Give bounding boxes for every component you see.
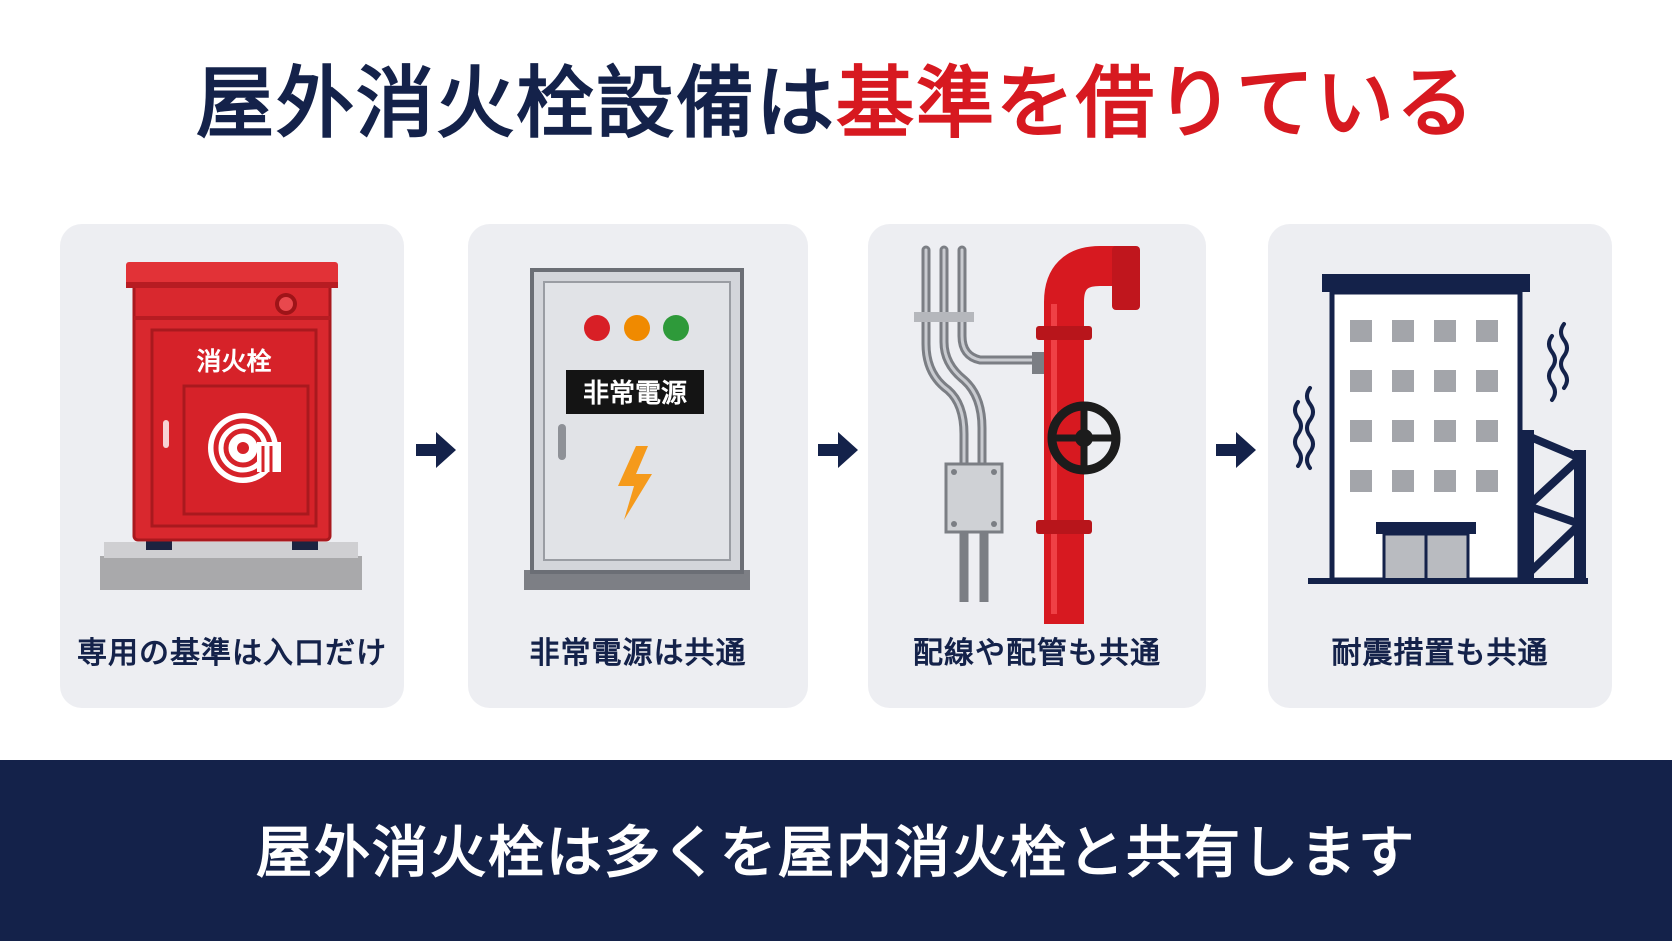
box-label: 消火栓 xyxy=(196,347,271,376)
earthquake-building-icon xyxy=(1293,274,1588,584)
step-label-1: 専用の基準は入口だけ xyxy=(77,636,387,671)
arrow-right-icon xyxy=(1216,432,1256,468)
step-card-4: 耐震措置も共通 xyxy=(1268,224,1612,708)
title-part-red: 基準を借りている xyxy=(836,59,1477,149)
step-label-4: 耐震措置も共通 xyxy=(1331,636,1549,671)
title-part-navy: 屋外消火栓設備は xyxy=(195,59,836,149)
step-card-2: 非常電源 非常電源は共通 xyxy=(468,224,808,708)
page-title: 屋外消火栓設備は基準を借りている xyxy=(0,58,1672,152)
footer-text: 屋外消火栓は多くを屋内消火栓と共有します xyxy=(256,821,1416,886)
arrow-right-icon xyxy=(416,432,456,468)
step-card-3: 配線や配管も共通 xyxy=(868,224,1206,708)
footer-banner: 屋外消火栓は多くを屋内消火栓と共有します xyxy=(0,760,1672,941)
arrow-right-icon xyxy=(818,432,858,468)
wiring-and-piping-icon xyxy=(914,245,1140,624)
emergency-power-panel-icon: 非常電源 xyxy=(524,268,750,590)
fire-hydrant-box-icon: 消火栓 xyxy=(100,262,362,590)
step-card-1: 消火栓 専用の基準は入口だけ xyxy=(60,224,404,708)
step-label-3: 配線や配管も共通 xyxy=(913,636,1161,671)
panel-label: 非常電源 xyxy=(583,379,687,409)
step-label-2: 非常電源は共通 xyxy=(529,636,747,671)
